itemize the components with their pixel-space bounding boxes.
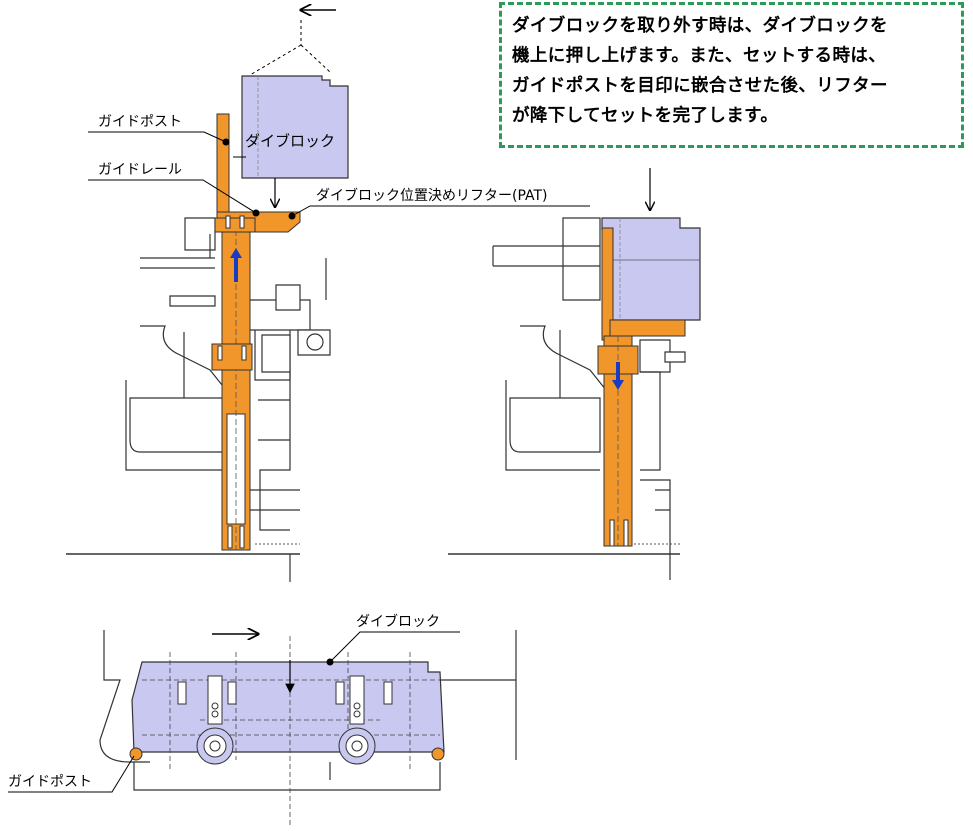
label-guide-post-bottom: ガイドポスト <box>8 774 92 790</box>
instruction-note: ダイブロックを取り外す時は、ダイブロックを 機上に押し上げます。また、セットする… <box>499 2 964 148</box>
label-die-block-bottom: ダイブロック <box>356 613 440 630</box>
note-line: 機上に押し上げます。また、セットする時は、 <box>512 46 887 66</box>
label-die-block-top: ダイブロック <box>245 132 335 150</box>
label-guide-post-top: ガイドポスト <box>98 114 182 130</box>
clamp-left <box>177 675 237 765</box>
note-line: ガイドポストを目印に嵌合させた後、リフター <box>512 76 888 96</box>
die-block-plan <box>131 661 445 753</box>
die-block-set <box>601 217 701 321</box>
guide-post-top <box>216 113 230 219</box>
guide-post-left-dot <box>129 747 143 761</box>
clamp-right <box>335 675 393 765</box>
plan-view: ダイブロック ガイドポスト <box>8 613 517 825</box>
note-line: が降下してセットを完了します。 <box>512 106 779 126</box>
label-lifter: ダイブロック位置決めリフター(PAT) <box>316 187 548 204</box>
left-side-view: ガイドポスト ダイブロック ガイドレール ダイブロック位置決めリフター(PAT) <box>66 10 590 582</box>
label-guide-rail: ガイドレール <box>98 162 182 178</box>
guide-post-right-dot <box>431 747 445 761</box>
die-block-lifted <box>241 75 349 179</box>
note-line: ダイブロックを取り外す時は、ダイブロックを <box>512 16 888 36</box>
right-side-view <box>448 168 701 580</box>
